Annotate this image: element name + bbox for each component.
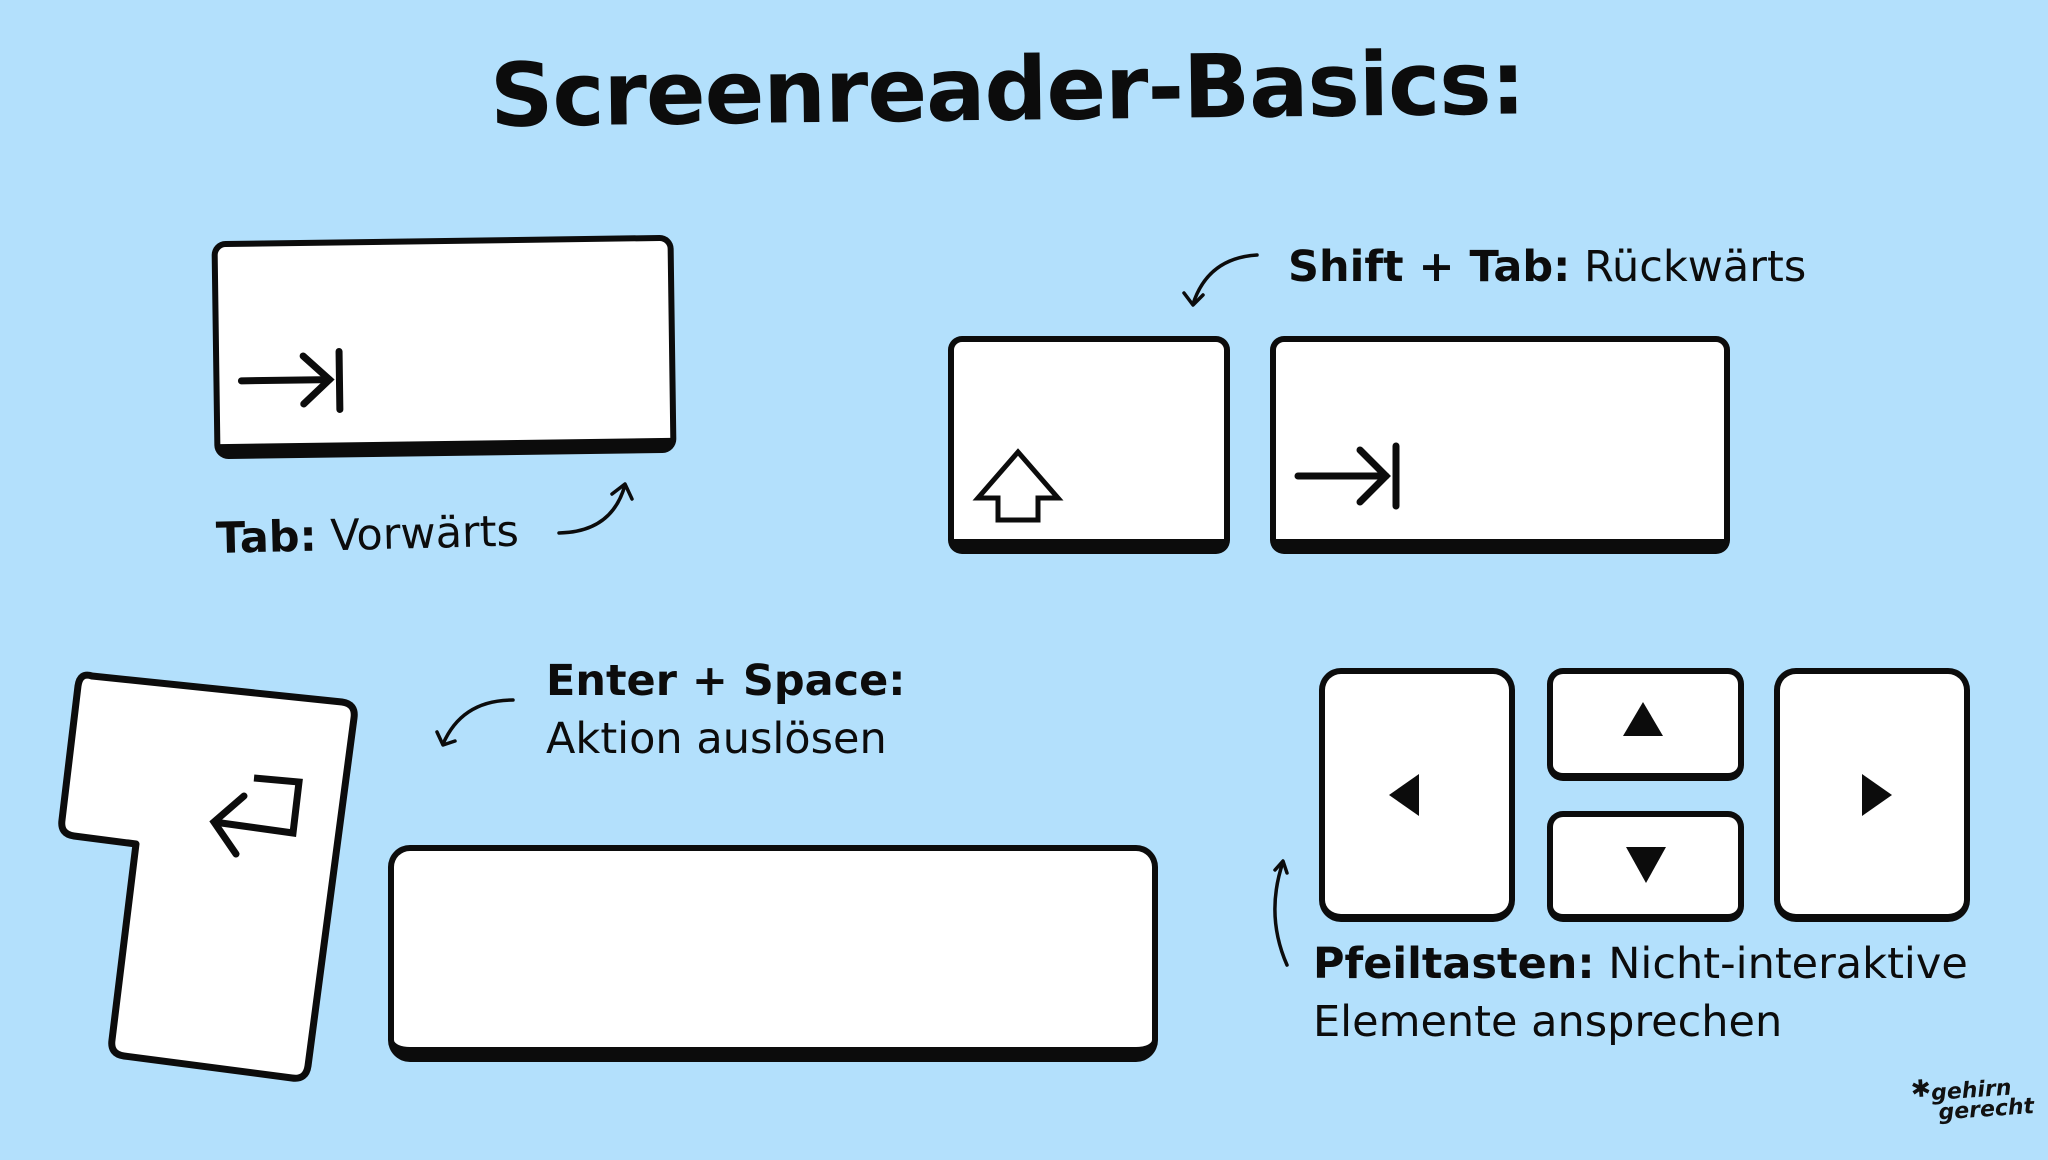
tab-icon [1294,442,1400,510]
enter-key [58,671,358,1082]
arrow-left-key [1319,668,1515,922]
arrows-label-key: Pfeiltasten: [1313,939,1595,989]
curved-arrow-icon [557,483,627,535]
arrows-label-description-1: Nicht-interaktive [1608,939,1968,989]
arrows-label-description-2: Elemente ansprechen [1313,997,1783,1047]
logo-line-2: gerecht [1937,1094,2035,1126]
shift-tab-label-description: Rückwärts [1584,242,1807,292]
shift-icon [972,448,1064,523]
arrowhead-icon [610,482,634,501]
curved-arrow-icon [1273,860,1289,967]
arrow-right-key [1774,668,1970,922]
arrow-up-key [1547,668,1744,781]
arrows-label: Pfeiltasten: Nicht-interaktive Elemente … [1313,935,1968,1051]
arrowhead-icon [1273,859,1289,875]
tab-key-2 [1270,336,1730,554]
tab-icon [237,347,344,413]
shift-tab-label-key: Shift + Tab: [1288,242,1571,292]
arrowhead-icon [435,730,457,747]
asterisk-icon: ✱ [1909,1074,1932,1104]
enter-space-label-description: Aktion auslösen [546,714,887,764]
curved-arrow-icon [1191,253,1259,306]
enter-space-label: Enter + Space: Aktion auslösen [546,652,906,768]
arrow-down-key [1547,811,1744,922]
shift-tab-label: Shift + Tab: Rückwärts [1288,240,1806,296]
arrow-down-icon [1626,847,1666,883]
arrowhead-icon [1182,291,1205,307]
arrow-up-icon [1623,702,1663,736]
arrow-left-icon [1389,774,1419,816]
space-bar [388,845,1158,1062]
enter-space-label-key: Enter + Space: [546,656,906,706]
enter-icon [209,774,303,858]
brand-logo: ✱ gehirn gerecht [1909,1073,2035,1136]
curved-arrow-icon [441,698,515,746]
shift-key [948,336,1230,554]
tab-key [211,234,677,460]
arrow-right-icon [1862,774,1892,816]
